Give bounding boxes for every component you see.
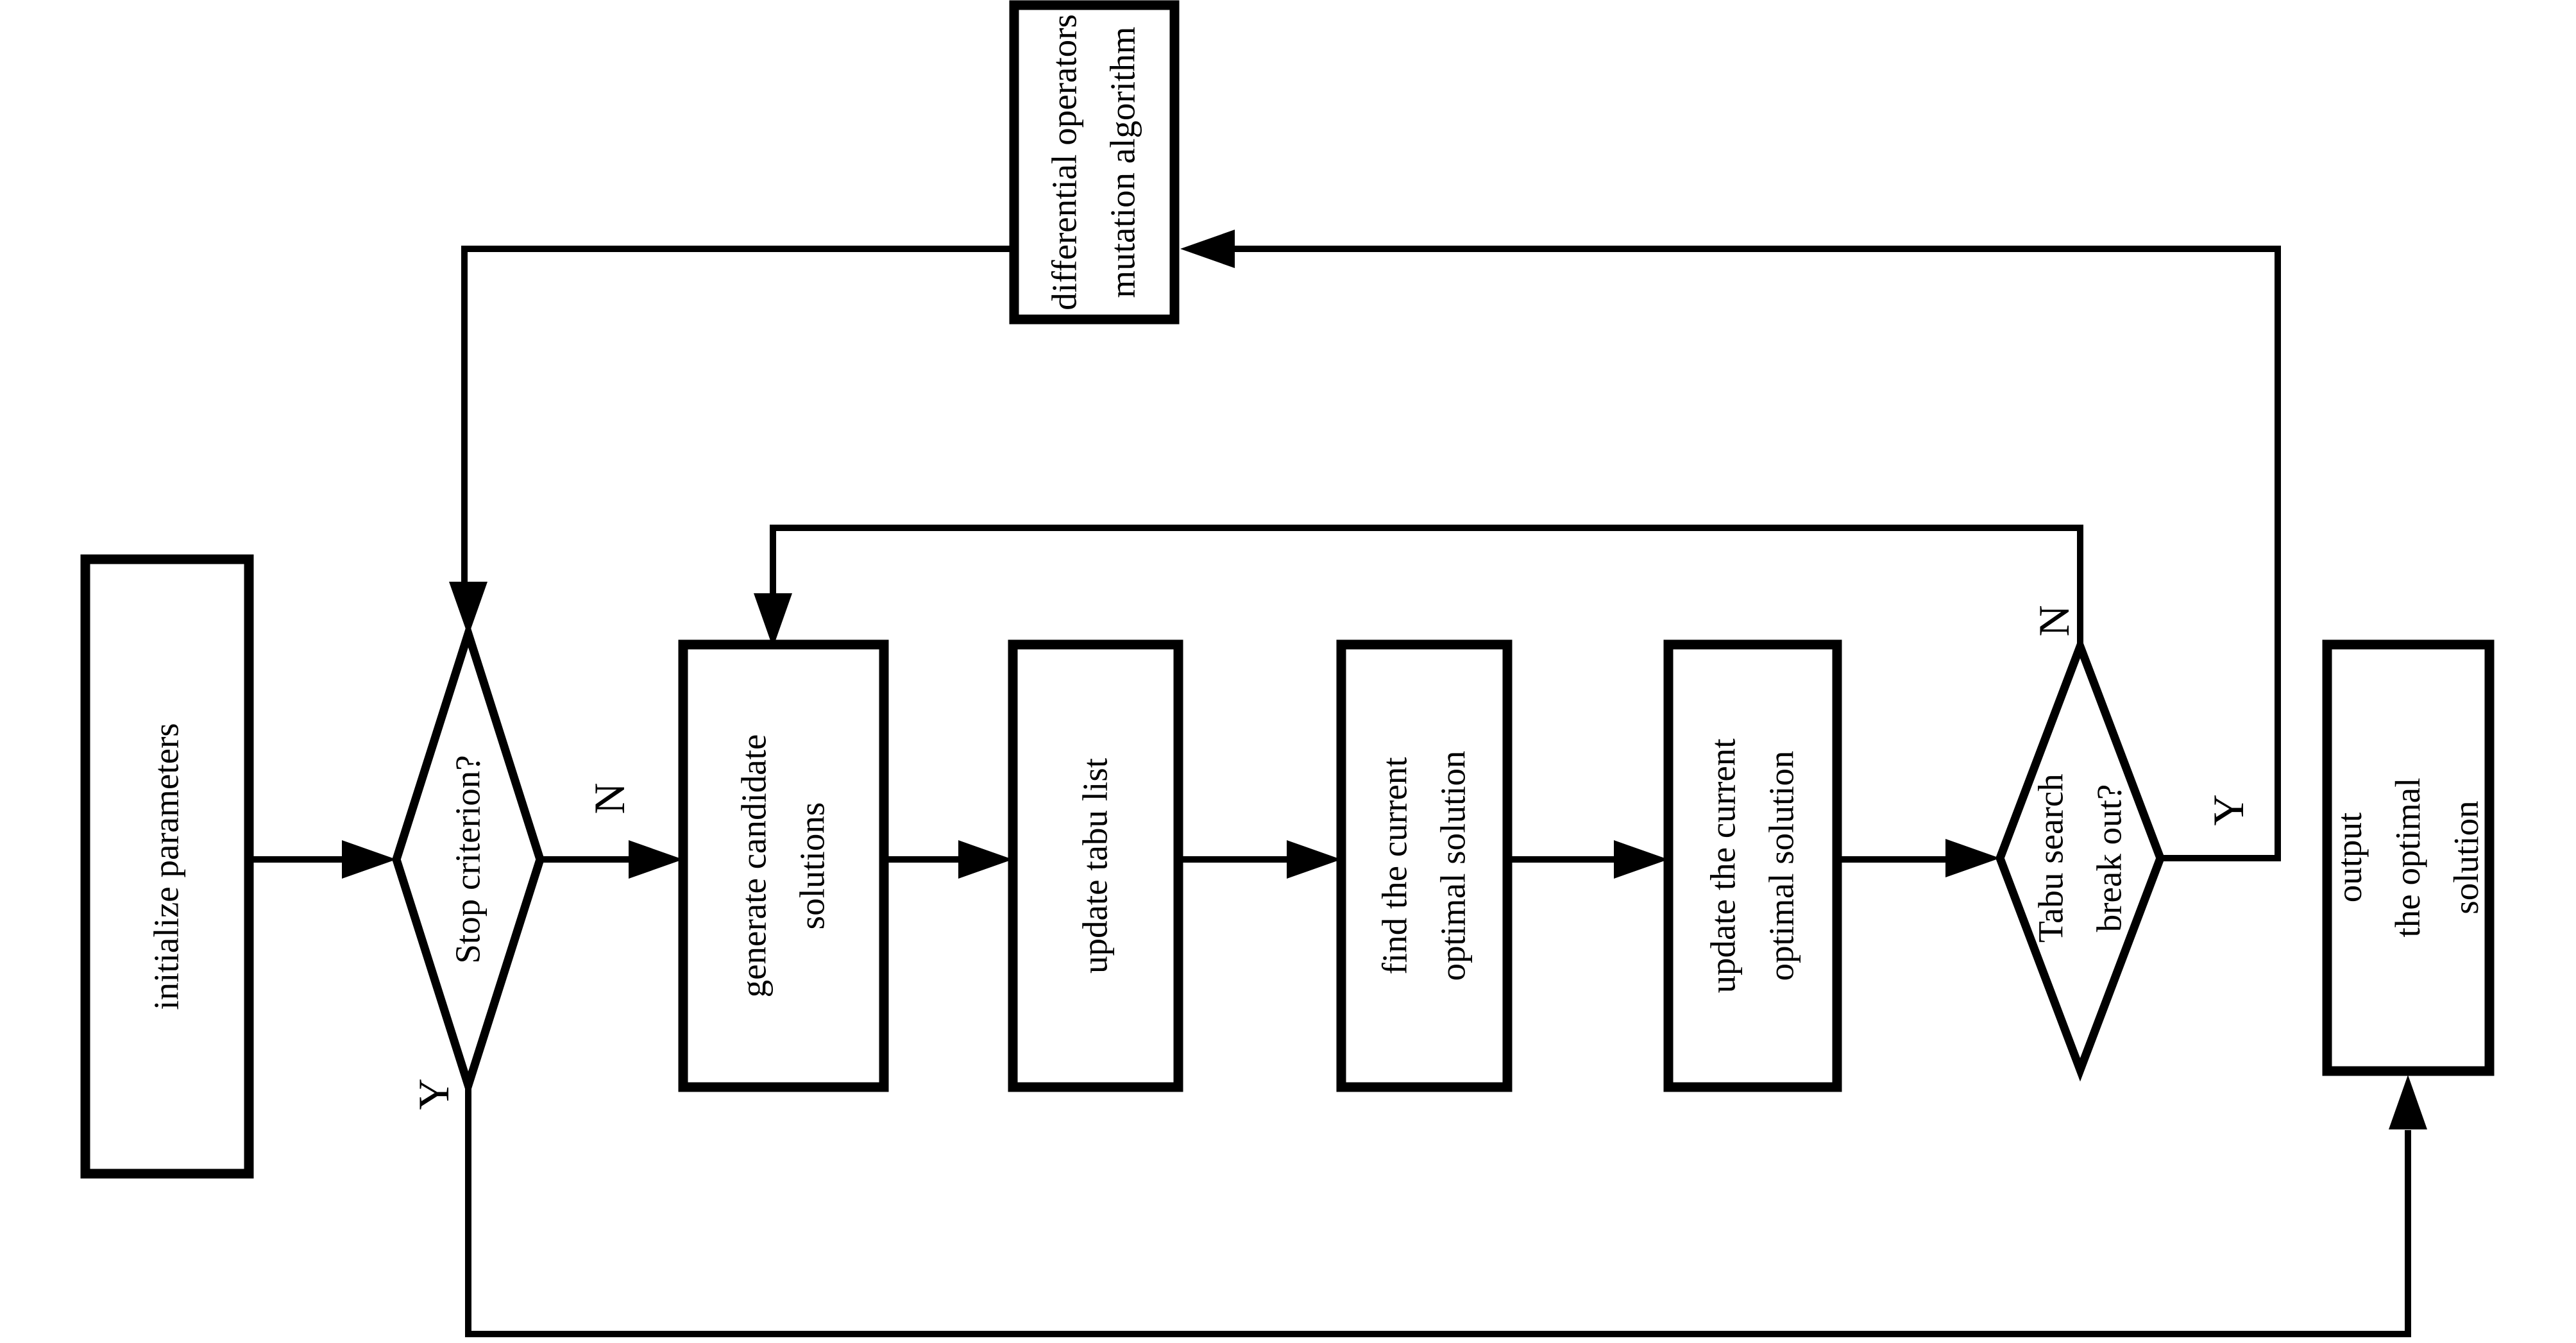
process-box-update-current — [1663, 639, 1842, 1092]
process-box-update-tabu — [1008, 639, 1183, 1092]
node-label-update-tabu-list: update tabu list — [1075, 757, 1115, 974]
arrowhead-into-find-left — [1287, 840, 1341, 879]
arrowhead-into-break-left — [1945, 839, 2000, 877]
connector-break-yes-to-mutation — [1222, 246, 2281, 861]
branch-label-break-no: N — [2029, 605, 2078, 637]
decision-diamonds — [392, 620, 2165, 1099]
arrowhead-into-stop-top — [449, 582, 487, 636]
arrowhead-into-update-tabu-left — [958, 840, 1013, 879]
process-boxes — [80, 0, 2495, 1179]
connector-mutation-to-stop — [461, 246, 1012, 584]
arrowhead-into-generate-top — [754, 593, 792, 648]
arrowhead-into-output-bottom — [2389, 1075, 2427, 1129]
node-label-update-current-optimal: update the current optimal solution — [1703, 738, 1801, 993]
arrowhead-into-update-current-left — [1614, 840, 1668, 879]
node-label-stop-criterion: Stop criterion? — [448, 755, 487, 964]
decision-diamond-tabu-break — [1996, 634, 2165, 1082]
connector-lines — [249, 246, 2411, 1337]
branch-label-stop-no: N — [585, 782, 634, 815]
process-box-output — [2322, 639, 2495, 1076]
arrowhead-into-generate-left — [629, 840, 683, 879]
arrowhead-into-stop-left — [342, 840, 396, 879]
decision-diamond-stop-criterion — [392, 620, 545, 1099]
process-box-find-current — [1336, 639, 1513, 1092]
connector-break-no-loop — [770, 525, 2083, 649]
process-box-mutation — [1009, 0, 1180, 325]
process-box-initialize — [80, 554, 254, 1179]
arrowhead-into-mutation-right — [1180, 230, 1235, 268]
process-box-generate — [678, 639, 889, 1092]
node-label-tabu-break: Tabu search break out? — [2031, 773, 2128, 943]
node-label-initialize: initialize parameters — [146, 723, 186, 1010]
node-label-generate-candidates: generate candidate solutions — [734, 734, 831, 998]
branch-label-stop-yes: Y — [409, 1078, 458, 1110]
arrowheads — [342, 230, 2427, 1129]
node-label-find-current-optimal: find the current optimal solution — [1375, 750, 1472, 981]
node-label-mutation: differential operators mutation algorith… — [1044, 14, 1142, 310]
connector-stop-yes-to-output — [465, 1084, 2411, 1337]
node-label-output: output the optimal solution — [2329, 777, 2486, 938]
branch-label-break-yes: Y — [2204, 794, 2253, 826]
